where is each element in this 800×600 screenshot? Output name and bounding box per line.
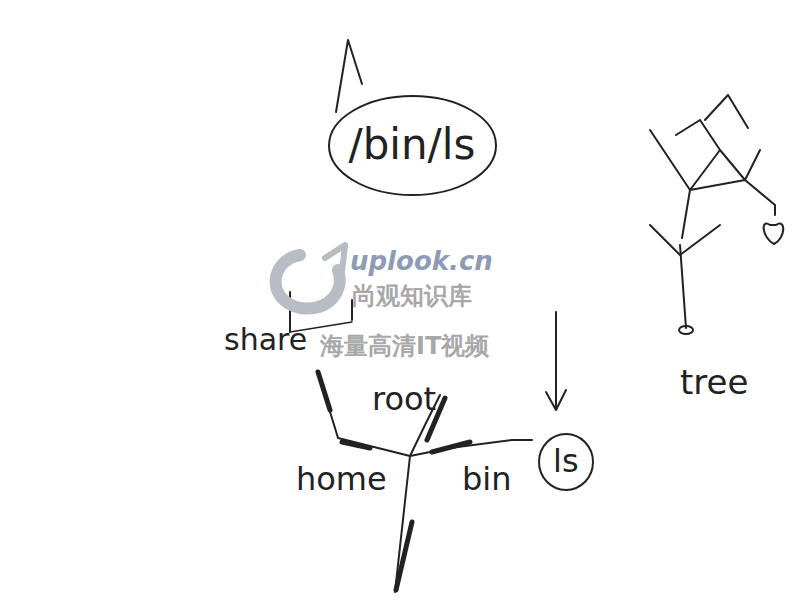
dir-label: share — [224, 322, 307, 357]
tree-doodle — [680, 245, 686, 328]
watermark-logo — [276, 255, 340, 308]
bubble-spike — [336, 40, 362, 112]
home-stroke — [342, 442, 370, 448]
watermark: 海量高清IT视频 — [320, 330, 489, 362]
tree-root-dot — [679, 326, 693, 334]
bin-stroke — [432, 442, 470, 452]
watermark: 尚观知识库 — [352, 280, 472, 312]
tree-doodle — [650, 95, 775, 255]
bin-branch — [410, 440, 532, 456]
trunk-stroke — [396, 522, 412, 590]
circled-file: ls — [537, 432, 595, 492]
watermark-logo — [325, 245, 345, 272]
node-text: /bin/ls — [349, 122, 476, 168]
outline-ellipse — [539, 434, 593, 490]
speech-bubble: /bin/ls — [327, 94, 498, 197]
dir-label: bin — [462, 460, 511, 498]
home-stroke — [318, 372, 330, 410]
watermark: uplook.cn — [350, 246, 493, 276]
pointer-arrow — [546, 312, 566, 410]
node-text: ls — [553, 444, 579, 479]
tree-label: tree — [680, 362, 748, 402]
dir-label: root — [372, 380, 436, 418]
outline-ellipse — [329, 96, 496, 195]
dir-label: home — [296, 460, 387, 498]
apple-doodle — [764, 224, 784, 244]
